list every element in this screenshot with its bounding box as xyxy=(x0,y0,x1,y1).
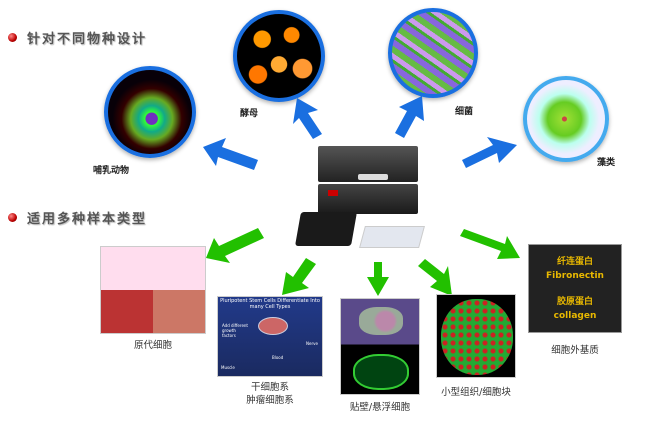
bacteria-image xyxy=(388,8,478,98)
mammal-cell-image xyxy=(104,66,196,158)
blue-arrow-bacteria xyxy=(395,96,424,138)
stem-line-label: 干细胞系 xyxy=(250,382,289,393)
collagen-cn: 胶原蛋白 xyxy=(556,297,593,307)
primary-cells-image xyxy=(100,246,206,334)
green-arrow-primary xyxy=(206,228,264,263)
mammal-label: 哺乳动物 xyxy=(93,166,130,176)
fibronectin-cn: 纤连蛋白 xyxy=(556,257,593,267)
algae-label: 藻类 xyxy=(597,158,616,168)
green-arrow-tissue xyxy=(418,259,452,296)
bacteria-label: 细菌 xyxy=(455,107,474,117)
blue-arrow-mammal xyxy=(203,138,258,170)
primary-cells-label: 原代细胞 xyxy=(133,340,172,351)
ecm-box: 纤连蛋白 Fibronectin 胶原蛋白 collagen xyxy=(528,244,622,333)
heading-samples: 适用多种样本类型 xyxy=(27,212,148,227)
algae-image xyxy=(523,76,609,162)
green-arrow-adherent xyxy=(367,262,389,296)
stem-figure-note: Add different growth factors xyxy=(222,323,249,338)
stem-cells-image: Pluripotent Stem Cells Differentiate Int… xyxy=(217,296,323,377)
blue-arrow-yeast xyxy=(293,98,322,139)
yeast-image xyxy=(233,10,325,102)
instrument-device xyxy=(318,146,426,222)
tumor-line-label: 肿瘤细胞系 xyxy=(246,395,294,406)
bullet-icon xyxy=(8,213,17,222)
stem-figure-title: Pluripotent Stem Cells Differentiate Int… xyxy=(220,298,320,310)
tissue-image xyxy=(436,294,516,378)
stem-figure-muscle: Muscle xyxy=(221,365,235,370)
stem-figure-blood: Blood xyxy=(272,355,284,360)
collagen-en: collagen xyxy=(553,311,597,321)
adherent-cells-image xyxy=(340,298,420,395)
cell-dish xyxy=(258,317,288,335)
green-arrow-stem xyxy=(282,258,316,295)
tissue-label: 小型组织/细胞块 xyxy=(441,387,511,398)
ecm-label: 细胞外基质 xyxy=(551,345,599,356)
stem-figure-nerve: Nerve xyxy=(306,341,318,346)
blue-arrow-algae xyxy=(462,137,517,168)
green-arrow-ecm xyxy=(460,229,520,259)
heading-species: 针对不同物种设计 xyxy=(27,32,148,47)
stem-cells-label: 干细胞系 肿瘤细胞系 xyxy=(226,381,314,407)
adherent-cells-label: 贴壁/悬浮细胞 xyxy=(349,402,411,413)
fibronectin-en: Fibronectin xyxy=(546,271,604,281)
bullet-icon xyxy=(8,33,17,42)
yeast-label: 酵母 xyxy=(240,109,259,119)
